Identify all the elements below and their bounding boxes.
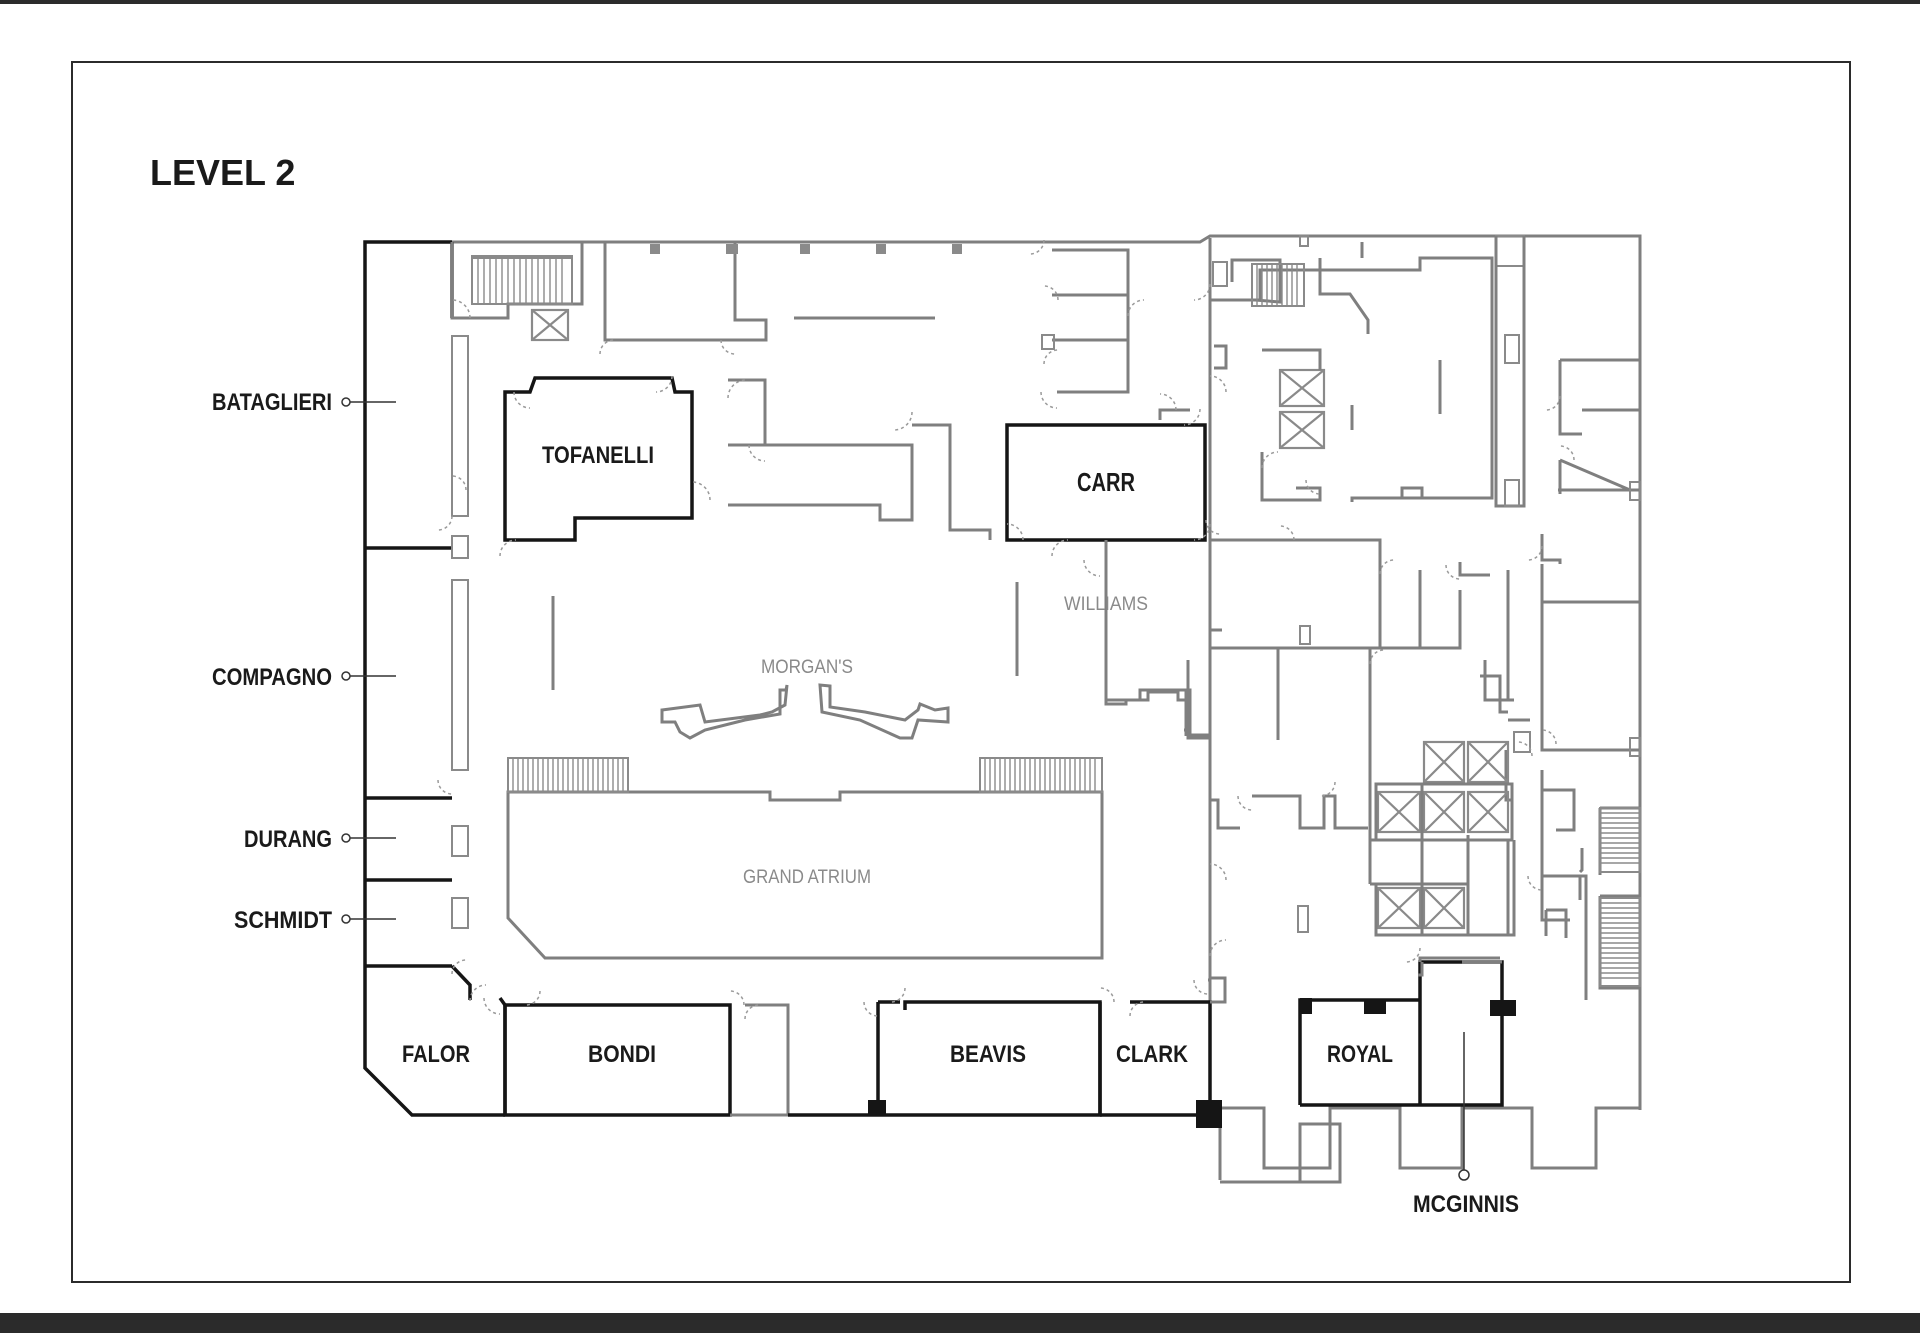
leader-lines [341, 397, 1470, 1181]
door-swing [1541, 729, 1557, 745]
door-swing [1129, 1001, 1145, 1017]
door-swing [1127, 299, 1145, 317]
label-royal: ROYAL [1327, 1041, 1393, 1068]
east-block [1104, 235, 1642, 1004]
label-tofanelli: TOFANELLI [542, 442, 654, 469]
door-swing [437, 515, 453, 531]
label-falor: FALOR [402, 1041, 470, 1068]
door-swing [483, 997, 501, 1015]
stair-east-lower [1599, 897, 1641, 987]
door-swing [599, 339, 615, 355]
door-swing [1209, 375, 1227, 393]
door-swing [691, 481, 711, 501]
door-swing [1043, 285, 1059, 301]
door-swing [469, 984, 487, 1002]
door-swing [1193, 979, 1209, 995]
door-swing [1517, 741, 1533, 757]
atrium-stair-left [507, 757, 629, 793]
door-swing [1559, 445, 1575, 461]
grand-atrium-area [506, 757, 1104, 960]
door-swing [499, 539, 517, 557]
door-swing [1305, 479, 1321, 495]
door-swing [437, 779, 453, 795]
door-swing [1320, 781, 1336, 797]
room-labels: BATAGLIERI COMPAGNO DURANG SCHMIDT FALOR… [212, 389, 1519, 1218]
door-swing [1209, 863, 1227, 881]
door-swing [890, 987, 906, 1003]
door-swing [720, 339, 736, 355]
label-compagno: COMPAGNO [212, 664, 332, 691]
door-swing [1006, 523, 1024, 541]
level-title: LEVEL 2 [150, 152, 295, 193]
label-morgans: MORGAN'S [761, 657, 853, 678]
door-swing [727, 379, 747, 399]
door-swing [1405, 947, 1421, 963]
label-carr: CARR [1077, 467, 1135, 497]
door-swing [513, 391, 531, 409]
door-swing [1099, 987, 1115, 1003]
door-swing [1193, 283, 1211, 301]
door-swing [1445, 564, 1461, 580]
door-swing [748, 444, 766, 462]
door-swing [1029, 239, 1045, 255]
door-swing [1369, 649, 1385, 665]
door-swings [437, 239, 1575, 1020]
door-swing [863, 1001, 879, 1017]
door-swing [525, 990, 541, 1006]
door-swing [1043, 349, 1059, 365]
door-swing [1279, 525, 1295, 541]
door-swing [729, 990, 745, 1006]
door-swing [1545, 395, 1561, 411]
door-swing [1193, 523, 1211, 541]
carr-room [1005, 423, 1207, 542]
door-swing [1237, 795, 1253, 811]
tofanelli-room [503, 376, 694, 542]
door-swing [1527, 545, 1543, 561]
door-swing [744, 1004, 760, 1020]
door-swing [1209, 939, 1227, 957]
door-swing [1159, 393, 1177, 411]
morgans-bar [551, 582, 1019, 740]
stair-northeast [1251, 263, 1305, 307]
door-swing [1261, 451, 1279, 469]
door-swing [451, 475, 467, 491]
label-clark: CLARK [1116, 1041, 1189, 1068]
stair-northwest [471, 257, 573, 305]
door-swing [655, 375, 673, 393]
door-swing [1051, 539, 1069, 557]
label-bataglieri: BATAGLIERI [212, 389, 332, 416]
label-bondi: BONDI [588, 1041, 656, 1068]
stair-east-upper [1599, 807, 1641, 873]
door-swing [451, 959, 467, 975]
door-swing [451, 299, 471, 319]
door-swing [1205, 519, 1221, 535]
door-swing [1379, 559, 1395, 575]
label-durang: DURANG [244, 826, 332, 853]
north-columns [650, 244, 962, 254]
label-beavis: BEAVIS [950, 1041, 1026, 1068]
label-grand-atrium: GRAND ATRIUM [743, 867, 871, 888]
label-schmidt: SCHMIDT [234, 907, 332, 934]
column-marker [868, 1100, 886, 1114]
door-swing [1083, 559, 1101, 577]
column-marker [1196, 1100, 1222, 1128]
atrium-stair-right [979, 757, 1103, 793]
door-swing [1040, 391, 1058, 409]
label-mcginnis: MCGINNIS [1413, 1191, 1519, 1218]
map-frame [71, 61, 1851, 1283]
door-swing [893, 411, 913, 431]
door-swing [1527, 875, 1543, 891]
label-williams: WILLIAMS [1064, 594, 1148, 615]
west-rooms [363, 240, 505, 1117]
door-swing [1183, 408, 1201, 426]
